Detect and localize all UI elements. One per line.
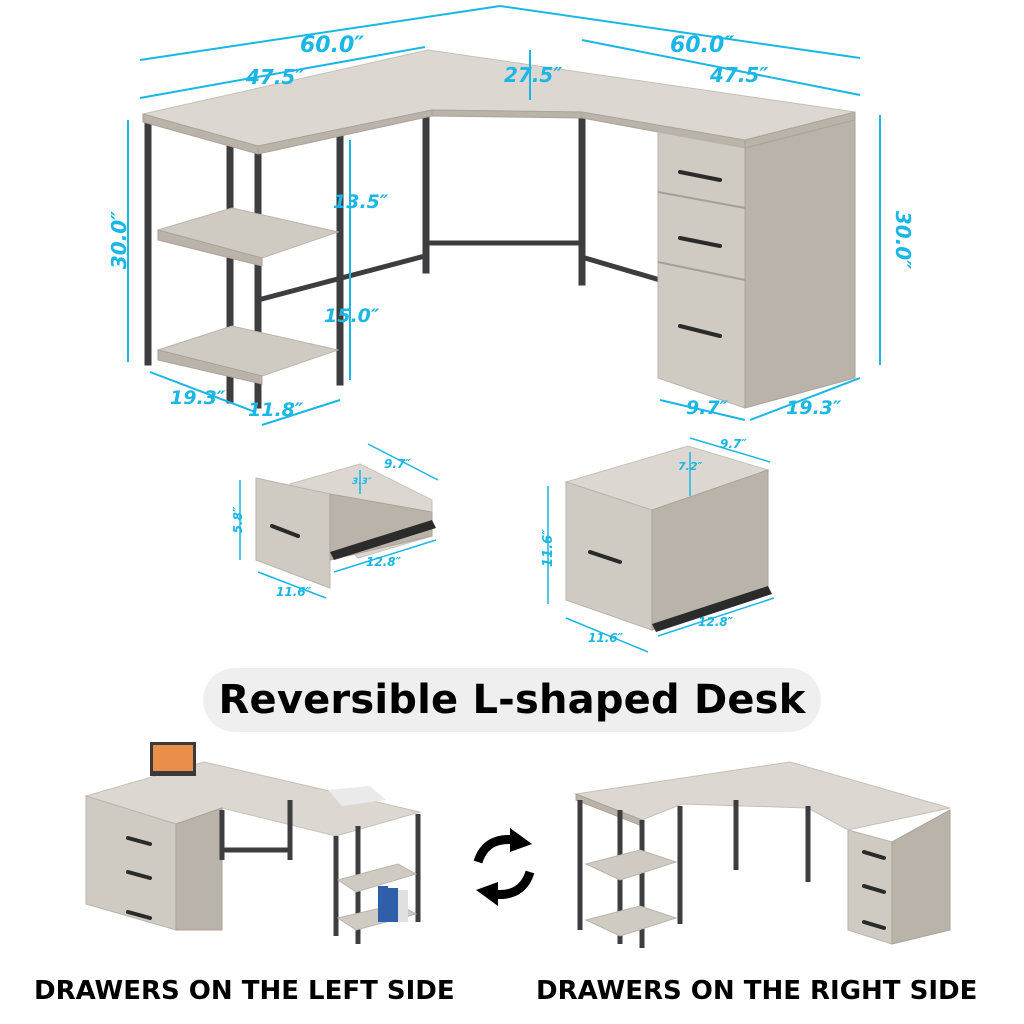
file-drawer-illustration: [547, 437, 775, 653]
drawer-handle: [678, 236, 722, 248]
main-dimension-lines: [127, 5, 881, 426]
dim-height-left: 30.0″: [107, 211, 131, 269]
caption-drawers-right: DRAWERS ON THE RIGHT SIDE: [536, 976, 978, 1006]
dim-left-depth: 19.3″: [170, 387, 226, 409]
small-drawer-inner-height: 3.3″: [352, 477, 372, 487]
dim-left-total: 60.0″: [300, 33, 364, 58]
caption-drawers-left: DRAWERS ON THE LEFT SIDE: [34, 976, 455, 1006]
small-drawer-front-width: 11.6″: [276, 585, 312, 599]
drawer-handle: [678, 324, 722, 338]
file-drawer-width: 9.7″: [720, 437, 747, 451]
dim-left-inner: 47.5″: [245, 65, 304, 89]
file-drawer-height: 11.6″: [541, 529, 556, 567]
dim-height-right: 30.0″: [891, 211, 915, 269]
small-drawer-depth: 12.8″: [366, 555, 402, 569]
reverse-arrows-icon: [473, 828, 535, 906]
main-desk: [142, 49, 856, 409]
desk-right-config: [574, 761, 951, 948]
drawer-handle: [588, 550, 622, 564]
upper-shelf: [156, 207, 340, 259]
dim-corner-depth: 27.5″: [504, 63, 562, 87]
lower-shelf: [156, 325, 340, 377]
drawer-handle: [678, 170, 722, 182]
file-drawer-inner-height: 7.2″: [678, 460, 702, 473]
small-drawer-height: 5.8″: [231, 506, 245, 533]
drawer-handle: [270, 524, 300, 538]
dim-drawer-width: 9.7″: [686, 397, 729, 419]
dim-right-total: 60.0″: [670, 33, 734, 58]
small-drawer-width: 9.7″: [384, 457, 411, 471]
dim-right-depth: 19.3″: [786, 397, 842, 419]
dim-shelf-lower: 15.0″: [324, 305, 380, 327]
drawer-cabinet-side: [744, 119, 856, 409]
desk-left-config: [84, 742, 422, 944]
dim-shelf-upper: 13.5″: [333, 191, 389, 213]
title-banner: Reversible L-shaped Desk: [203, 668, 821, 732]
page-title: Reversible L-shaped Desk: [218, 677, 806, 723]
file-drawer-front-width: 11.6″: [588, 631, 624, 645]
dim-right-inner: 47.5″: [709, 63, 768, 87]
file-drawer-depth: 12.8″: [698, 615, 734, 629]
dim-shelf-width: 11.8″: [248, 399, 304, 421]
small-drawer-illustration: [239, 443, 439, 599]
